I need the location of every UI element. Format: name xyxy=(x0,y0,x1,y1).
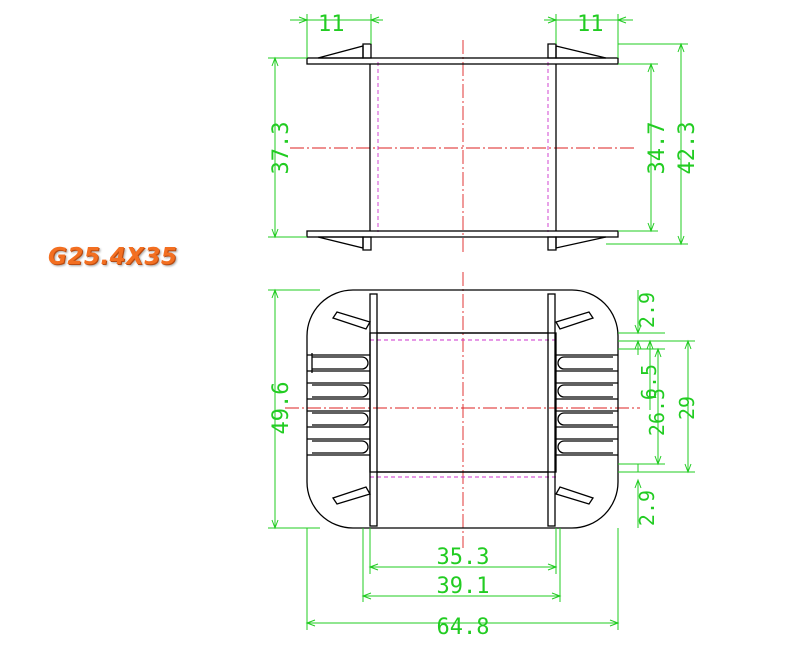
dim-top-left-height: 37.3 xyxy=(269,122,294,175)
top-view xyxy=(290,40,635,252)
dim-bottom-right-inner-small: 6.5 xyxy=(637,364,661,400)
dim-top-right-flange: 11 xyxy=(577,12,604,37)
bottom-plate-right xyxy=(547,293,556,527)
dim-bottom-left-height: 49.6 xyxy=(269,382,294,435)
dim-bottom-right-top-gap: 2.9 xyxy=(635,292,659,328)
top-post-lower-left xyxy=(362,236,372,251)
top-wedge-lower-right xyxy=(555,236,607,249)
top-wedge-lower-left xyxy=(317,236,364,249)
top-wedge-upper-left xyxy=(317,45,364,59)
top-post-upper-right xyxy=(547,43,557,59)
dim-bottom-right-inner: 26.5 xyxy=(645,388,669,436)
dim-bottom-width-mid: 39.1 xyxy=(437,574,490,599)
top-post-lower-right xyxy=(547,236,557,251)
dim-top-left-flange: 11 xyxy=(318,12,345,37)
dim-bottom-width-inner: 35.3 xyxy=(437,545,490,570)
top-wedge-upper-right xyxy=(555,45,607,59)
top-flange-upper xyxy=(306,57,619,65)
top-post-upper-left xyxy=(362,43,372,59)
dim-bottom-width-outer: 64.8 xyxy=(437,615,490,640)
dim-top-right-inner: 34.7 xyxy=(645,122,670,175)
dim-top-right-outer: 42.3 xyxy=(675,122,700,175)
dim-bottom-right-bottom-gap: 2.9 xyxy=(635,490,659,526)
bottom-latch-top-right xyxy=(555,311,595,330)
dim-bottom-right-outer: 29 xyxy=(675,396,699,420)
bottom-latch-top-left xyxy=(331,311,371,330)
bottom-view xyxy=(285,272,640,548)
bottom-body-outline xyxy=(306,289,619,529)
part-title: G25.4X35 xyxy=(48,244,178,270)
bottom-plate-left xyxy=(369,293,378,527)
bottom-left-pins xyxy=(307,353,370,456)
top-view-dimensions xyxy=(268,14,688,246)
bottom-latch-bottom-left xyxy=(331,486,371,505)
bottom-right-pins xyxy=(556,354,618,456)
top-flange-lower xyxy=(306,230,619,238)
bottom-view-dimensions xyxy=(268,288,695,630)
bottom-latch-bottom-right xyxy=(555,486,595,505)
